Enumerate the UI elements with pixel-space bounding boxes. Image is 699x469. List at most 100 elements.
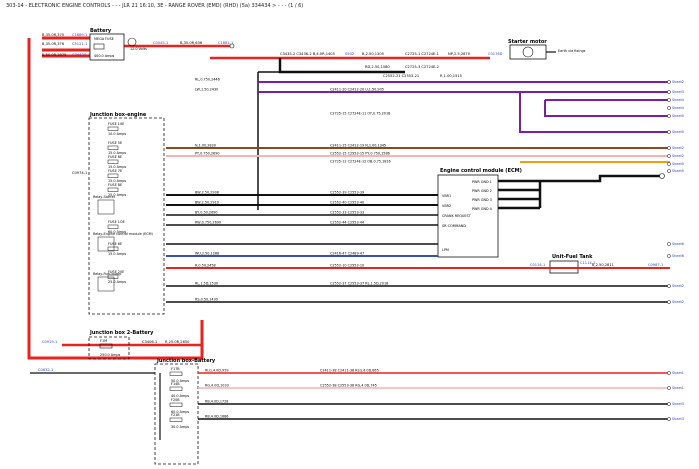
wire-row-left: PY,0.750,2690: [195, 152, 220, 156]
fuse-icon: [107, 224, 119, 229]
fuse-icon: [107, 126, 119, 131]
jb-fuse-amps: 15.0 Amps: [108, 165, 126, 169]
ecm-pwr-1: PWR GND 1: [472, 180, 492, 184]
top-conn-2: C1881-1: [218, 41, 233, 45]
wire-row-left: BW,2.50,2919: [195, 201, 219, 205]
jb2-ref: C0919-1: [42, 340, 57, 344]
starter-label: Starter motor: [508, 39, 547, 45]
terminal-icon: [667, 242, 671, 246]
left-wire-1: B,35.0R,375: [42, 33, 64, 37]
wire-row-left: WU,2.50,1288: [195, 252, 219, 256]
left-wire-2: B,35.0R,376: [42, 42, 65, 46]
battery-fuse-amps: 30.0 Amps: [171, 425, 189, 429]
top-conn-4: C0176D: [488, 52, 503, 56]
fuse-icon: [107, 187, 119, 192]
red-main-bus: [27, 38, 204, 360]
jb-fuse-amps: 25.0 Amps: [108, 280, 126, 284]
wire-row-left: LW,1.50,2430: [195, 88, 218, 92]
wire-row-mid: C2552-44 C2553-44: [330, 221, 364, 225]
fuel-tank-label: Unit-Fuel Tank: [552, 254, 593, 260]
fuse-icon: [169, 402, 183, 407]
battery-label: Battery: [90, 28, 112, 34]
jb-fuse-name: FUSE 6E: [108, 242, 122, 246]
top-wire-5: RD,2.50,1080: [365, 65, 390, 69]
terminal-icon: [667, 371, 671, 375]
top-wire-7: R,1.00,1515: [440, 74, 462, 78]
jb-fuse-name: FUSE 10E: [108, 122, 124, 126]
jb-fuse-name: FUSE 20E: [108, 270, 124, 274]
wire-row-mid: C2552-37 C2553-37 RL,1.5D,2018: [330, 282, 388, 286]
wire-row-left: RL,1.5D,1530: [195, 282, 218, 286]
wire-row-mid: C2416-47 C2489-47: [330, 252, 364, 256]
wire-row-sheet-ref: Sheet4: [672, 98, 684, 102]
top-wire-1: B,35.0R,636: [180, 41, 203, 45]
wire-row-mid: C2552-33 C2553-33: [330, 211, 364, 215]
top-wire-6: C2552-21 C2553-21: [383, 74, 419, 78]
terminal-icon: [667, 417, 671, 421]
left-ref-3: C3443Q-1: [72, 53, 90, 57]
purple-wire-3: [544, 99, 670, 117]
wire-row-sheet-ref: Sheet5: [672, 130, 684, 134]
wire-row-left: RB,4.0D,1728: [205, 400, 228, 404]
wire-row-left: RL,0.750,2446: [195, 78, 220, 82]
jb-fuse-amps: 60.0 Amps: [108, 230, 126, 234]
wire-row-sheet-ref: Sheet6: [672, 254, 684, 258]
top-wire-3: B,2.50,1305: [362, 52, 384, 56]
fuel-tank-conn-3: C0987-1: [648, 263, 663, 267]
left-wire-3: B,50.0R,2875: [42, 53, 66, 57]
top-conn-3: C2725-1 C2724E-1: [405, 52, 439, 56]
wire-row-sheet-ref: Sheet3: [672, 90, 684, 94]
mega-fuse-amps: 400.0 Amps: [94, 54, 115, 58]
fuel-tank-conn-1: C0114-1: [530, 263, 545, 267]
terminal-icon: [667, 130, 671, 134]
wire-row-mid: C2552-10 C2553-10: [330, 264, 364, 268]
ecm-pin-crank: CRANK REQUEST: [442, 214, 472, 218]
terminal-icon: [667, 386, 671, 390]
wire-row-left: RS,0.50,1430: [195, 298, 218, 302]
ecm-pin-vbr2: VBR2: [442, 204, 451, 208]
jb-battery-box: [154, 363, 199, 465]
starter-motor-icon: [522, 46, 534, 58]
top-ground-icon: [229, 43, 235, 49]
wire-row-sheet-ref: Sheet1: [672, 371, 684, 375]
top-conn-1: C0045-1: [153, 41, 168, 45]
wire-row-sheet-ref: Sheet3: [672, 402, 684, 406]
battery-fuse-name: F17B: [171, 367, 180, 371]
fuse-icon: [169, 371, 183, 376]
jb2-wire: R,25.0R,2650: [165, 340, 190, 344]
wire-row-left: N,1.00,2830: [195, 144, 216, 148]
ecm-pwr-4: PWR GND 4: [472, 207, 492, 211]
red-bus-3: [42, 48, 90, 58]
jb2-fuse-icon: [99, 343, 113, 349]
mega-fuse-label: MEGA FUSE: [94, 37, 114, 41]
relay-label: Relay-Fuel pump: [93, 272, 121, 276]
terminal-icon: [667, 80, 671, 84]
terminal-icon: [667, 254, 671, 258]
purple-wire-2: [258, 91, 670, 133]
terminal-icon: [667, 154, 671, 158]
relay-icon: [97, 199, 115, 215]
earth-label: Earth via fixings: [558, 49, 586, 53]
terminal-icon: [667, 146, 671, 150]
terminal-icon: [667, 402, 671, 406]
black-lower-bus: [30, 372, 161, 440]
fuse-icon: [169, 386, 183, 391]
jb-engine-box: [88, 117, 165, 315]
battery-fuse-name: F21B: [171, 413, 180, 417]
wire-row-mid: C2411-15 C2412-19 N,1.00,1345: [330, 144, 386, 148]
jb-fuse-amps: 15.0 Amps: [108, 151, 126, 155]
ecm-label: Engine control module (ECM): [440, 168, 522, 174]
c0632-ref: C0632-1: [38, 368, 53, 372]
jb-fuse-name: FUSE 5E: [108, 141, 122, 145]
wire-row-sheet-ref: Sheet2: [672, 300, 684, 304]
jb-fuse-name: FUSE 6E: [108, 155, 122, 159]
wire-row-left: RW,0.750,2690: [195, 221, 221, 225]
wire-row-left: RB,4.0D,1686: [205, 415, 228, 419]
ecm-pin-sr: SR COMMAND: [442, 224, 466, 228]
fuse-icon: [107, 145, 119, 150]
jb-fuse-name: FUSE 7E: [108, 169, 122, 173]
terminal-icon: [667, 98, 671, 102]
jb2-box: [88, 336, 130, 360]
wire-row-mid: C2552-40 C2553-40: [330, 201, 364, 205]
battery-cell-icon: [127, 37, 137, 47]
